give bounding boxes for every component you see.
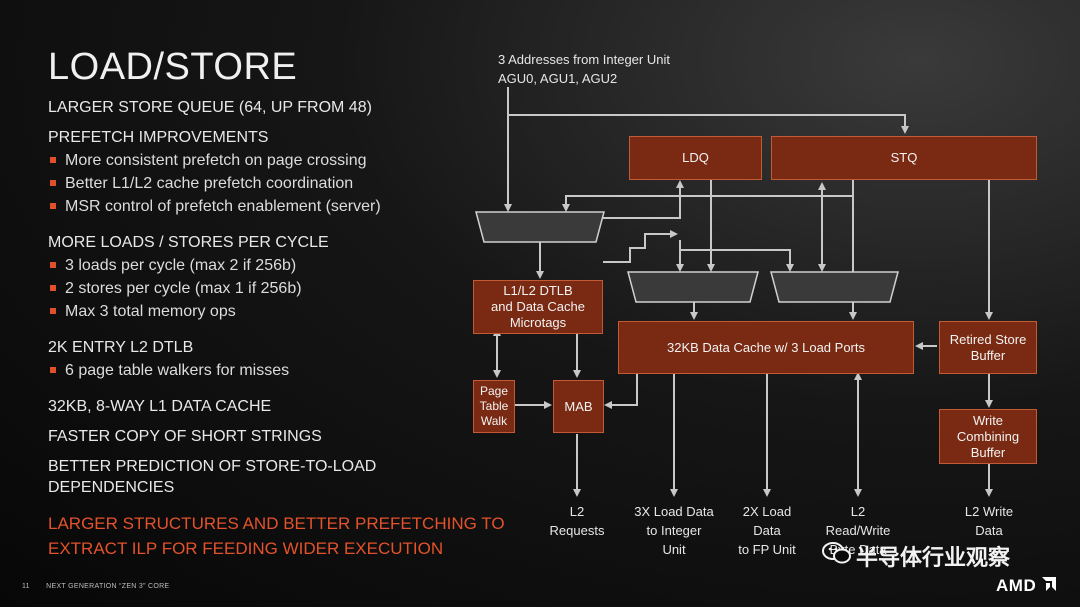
conclusion: LARGER STRUCTURES AND BETTER PREFETCHING… [48, 511, 508, 561]
output-label: to FP Unit [738, 542, 796, 557]
output-label: 3X Load Data [634, 504, 714, 519]
mab-label: MAB [564, 398, 593, 414]
heading-loads-stores: MORE LOADS / STORES PER CYCLE [48, 234, 329, 251]
dtlb-label: and Data Cache [491, 299, 585, 314]
connector-agu-to-stq [508, 114, 909, 134]
dtlb-box: L1/L2 DTLB and Data Cache Microtags [473, 280, 603, 334]
amd-arrow-icon [1042, 577, 1056, 591]
heading-store-to-load: BETTER PREDICTION OF STORE-TO-LOAD [48, 458, 377, 475]
bullet-list: LARGER STORE QUEUE (64, UP FROM 48) PREF… [48, 96, 478, 499]
heading-store-to-load-cont: DEPENDENCIES [48, 479, 175, 496]
ldq-label: LDQ [682, 150, 709, 165]
slide-title: LOAD/STORE [48, 46, 298, 88]
connector-mux-to-ldq [603, 180, 684, 219]
bullet-item: More consistent prefetch on page crossin… [48, 149, 478, 172]
retired-store-label: Buffer [970, 347, 1006, 363]
watermark: 半导体行业观察 [856, 545, 1011, 570]
output-label: Read/Write [825, 523, 891, 538]
ptw-label: Table [479, 399, 509, 413]
wcb-label: Write [972, 412, 1004, 428]
retired-store-label: Retired Store [949, 331, 1027, 347]
output-label: L2 [850, 504, 866, 519]
output-label: Requests [549, 523, 605, 538]
data-cache-label: 32KB Data Cache w/ 3 Load Ports [666, 339, 865, 355]
footer-text: NEXT GENERATION “ZEN 3” CORE [46, 583, 170, 590]
bullet-item: Max 3 total memory ops [48, 300, 478, 323]
footer: 11 NEXT GENERATION “ZEN 3” CORE [22, 583, 183, 590]
agu-input-line: 3 Addresses from Integer Unit [498, 52, 670, 67]
ptw-label: Walk [480, 414, 508, 428]
load-mux-1 [627, 271, 759, 303]
heading-l1-cache: 32KB, 8-WAY L1 DATA CACHE [48, 398, 272, 415]
amd-logo-text: AMD [996, 576, 1037, 595]
output-l2-write-data: L2 Write Data [944, 502, 1034, 540]
page-number: 11 [22, 583, 30, 590]
output-l2-requests: L2 Requests [537, 502, 617, 540]
connector-dtlb-forward [603, 230, 678, 263]
connector-stq-to-mux [562, 180, 854, 212]
agu-input-line: AGU0, AGU1, AGU2 [498, 71, 618, 86]
retired-store-buffer-box: Retired Store Buffer [939, 321, 1037, 374]
heading-l2-dtlb: 2K ENTRY L2 DTLB [48, 339, 194, 356]
stq-label: STQ [890, 150, 918, 165]
wechat-icon [822, 542, 851, 564]
conclusion-line: LARGER STRUCTURES AND BETTER PREFETCHING… [48, 514, 505, 533]
output-label: to Integer [646, 523, 702, 538]
data-cache-box: 32KB Data Cache w/ 3 Load Ports [618, 321, 914, 374]
bullet-item: 6 page table walkers for misses [48, 359, 478, 382]
bullet-item: MSR control of prefetch enablement (serv… [48, 195, 478, 218]
agu-input-label: 3 Addresses from Integer Unit AGU0, AGU1… [498, 50, 670, 88]
output-integer-unit: 3X Load Data to Integer Unit [624, 502, 724, 559]
output-label: Unit [662, 542, 686, 557]
output-label: L2 Write [964, 504, 1014, 519]
address-mux [475, 211, 605, 243]
bullet-item: Better L1/L2 cache prefetch coordination [48, 172, 478, 195]
output-label: Data [753, 523, 781, 538]
output-label: Data [975, 523, 1003, 538]
connector-dcache-to-mab [604, 374, 638, 409]
dtlb-label: Microtags [509, 315, 567, 330]
bullet-item: 2 stores per cycle (max 1 if 256b) [48, 277, 478, 300]
heading-store-queue: LARGER STORE QUEUE (64, UP FROM 48) [48, 99, 372, 116]
conclusion-line: EXTRACT ILP FOR FEEDING WIDER EXECUTION [48, 539, 444, 558]
output-label: 2X Load [742, 504, 792, 519]
load-mux-2 [770, 271, 899, 303]
ldq-box: LDQ [629, 136, 762, 180]
page-table-walk-box: Page Table Walk [473, 380, 515, 433]
write-combining-buffer-box: Write Combining Buffer [939, 409, 1037, 464]
heading-prefetch: PREFETCH IMPROVEMENTS [48, 129, 269, 146]
output-label: L2 [569, 504, 585, 519]
bullet-item: 3 loads per cycle (max 2 if 256b) [48, 254, 478, 277]
output-fp-unit: 2X Load Data to FP Unit [722, 502, 812, 559]
heading-string-copy: FASTER COPY OF SHORT STRINGS [48, 428, 322, 445]
wcb-label: Combining [956, 428, 1020, 444]
dtlb-label: L1/L2 DTLB [503, 283, 573, 298]
stq-box: STQ [771, 136, 1037, 180]
mab-box: MAB [553, 380, 604, 433]
ptw-label: Page [479, 384, 509, 398]
wcb-label: Buffer [970, 444, 1006, 460]
connector-to-storemux [680, 249, 794, 272]
